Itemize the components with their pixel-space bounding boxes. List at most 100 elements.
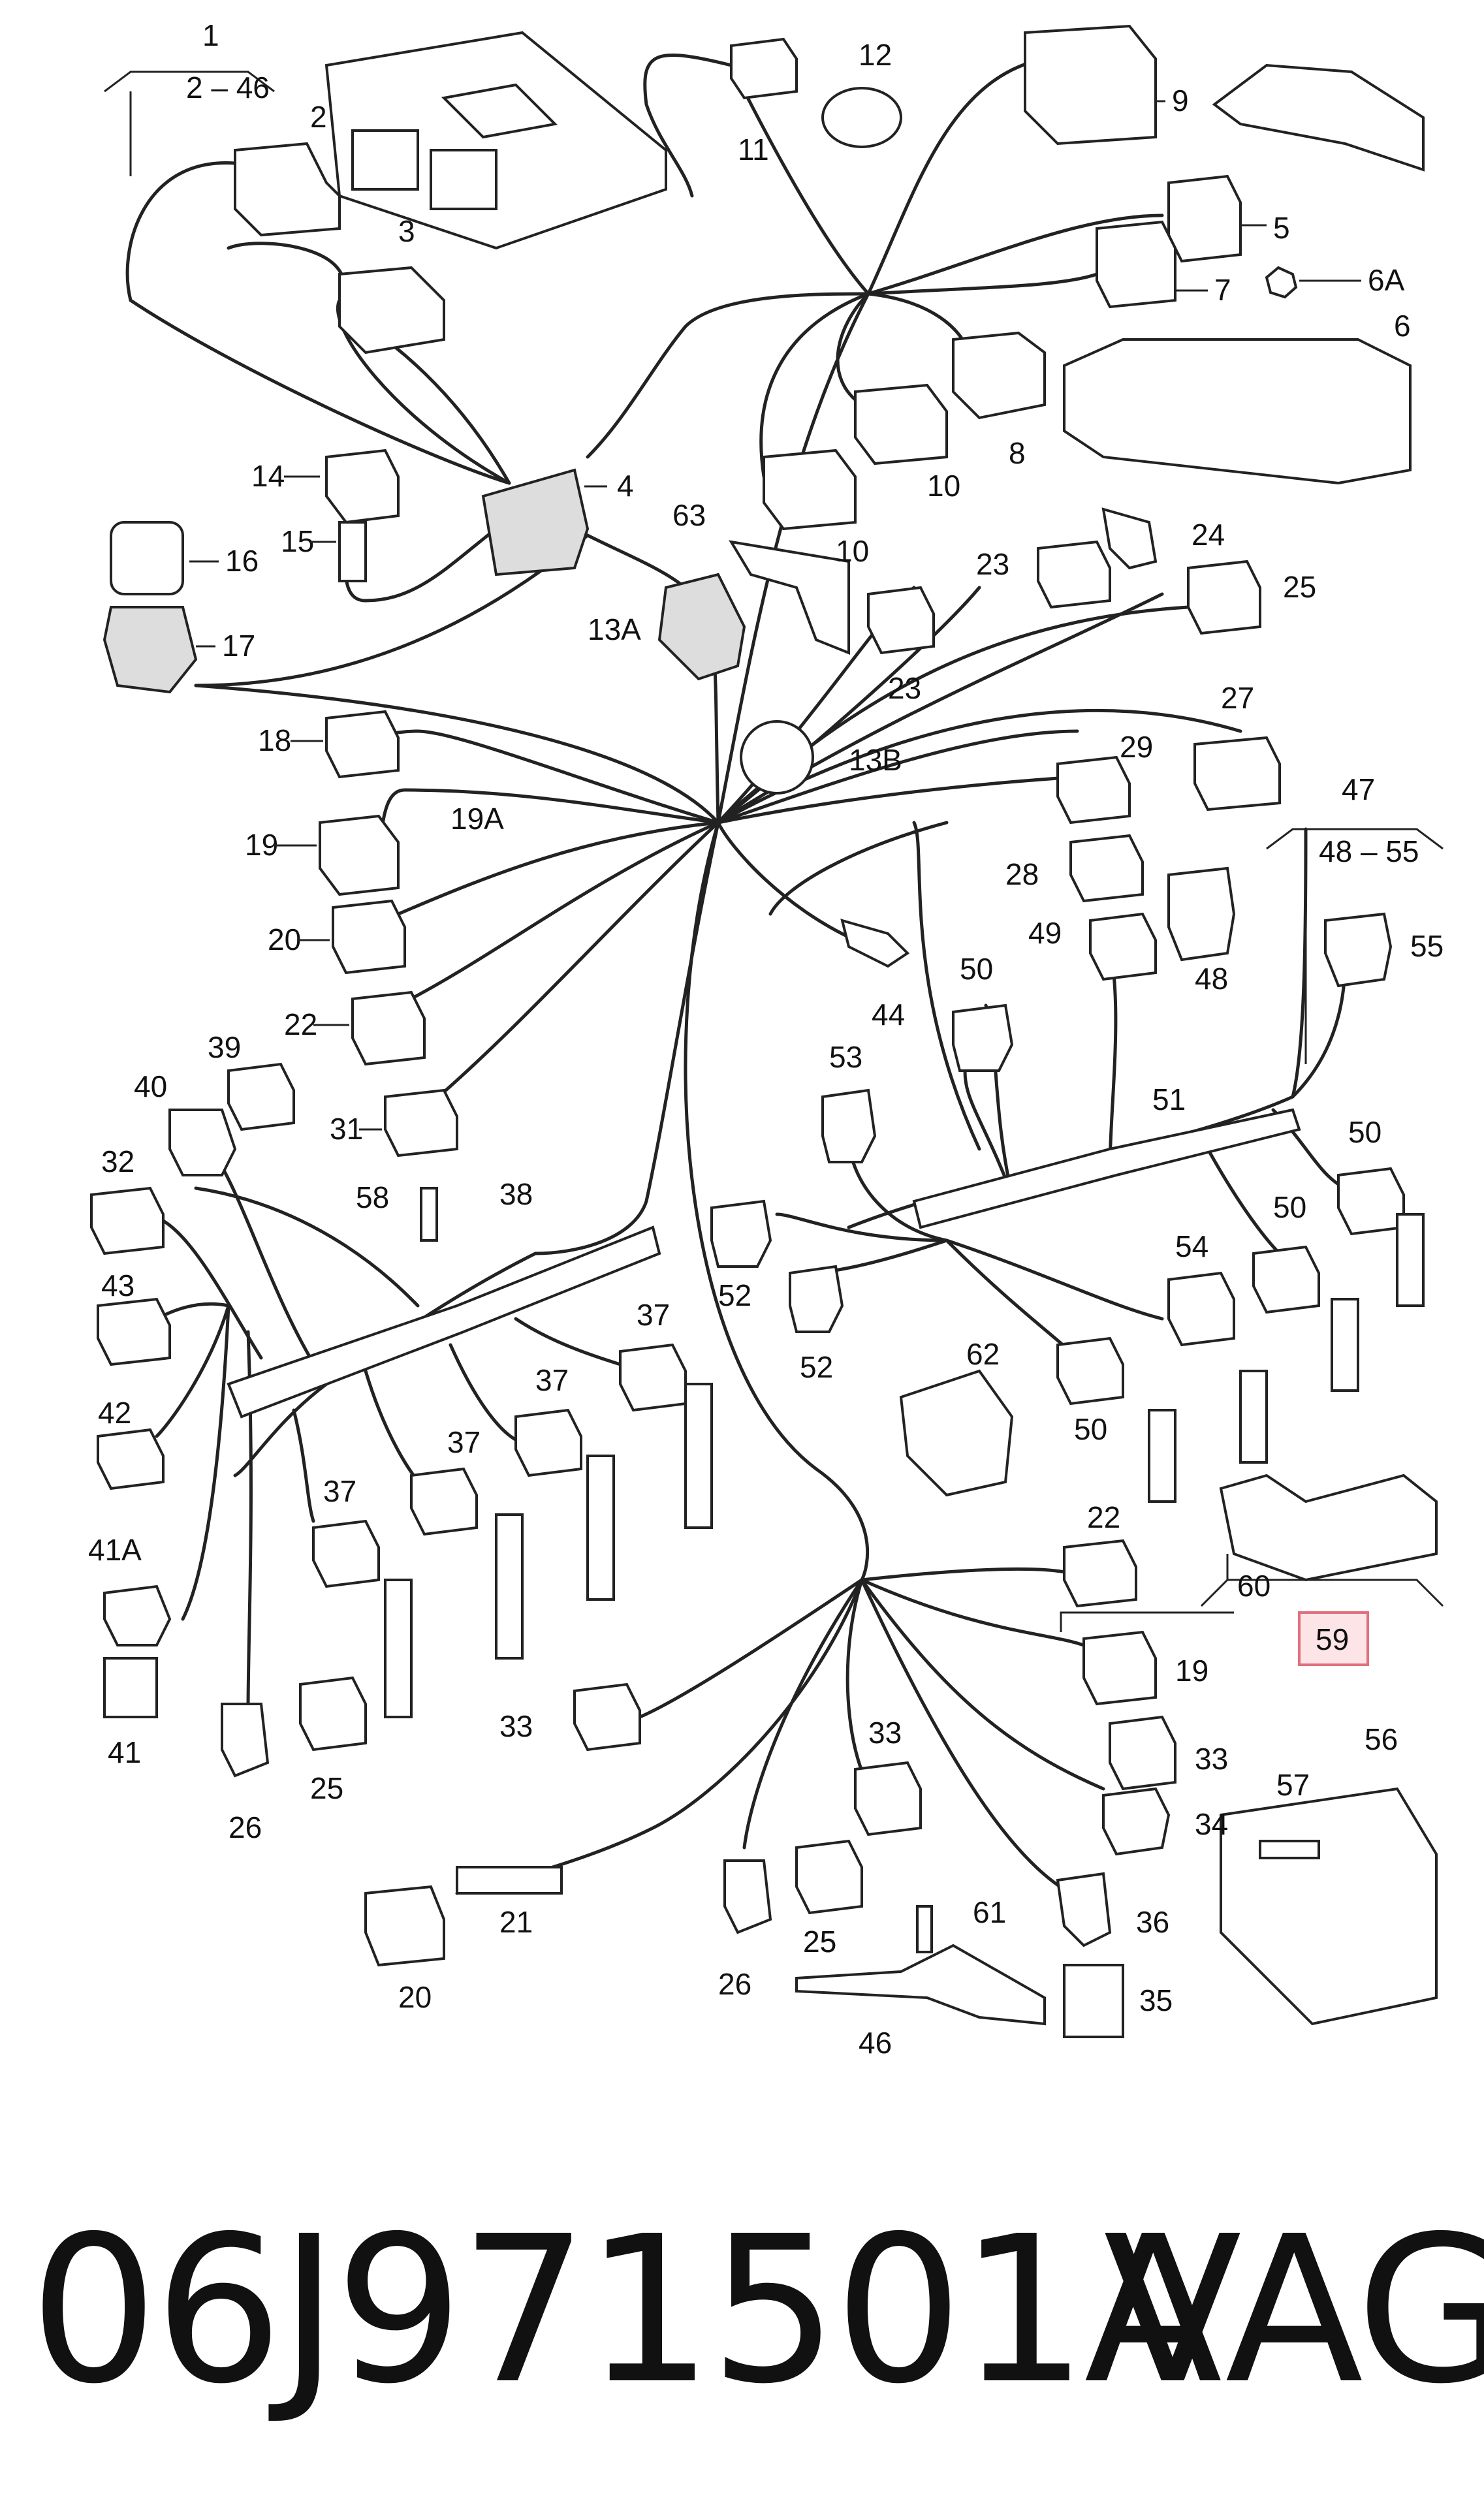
capacitor-12: [821, 87, 902, 148]
connector-25c: [795, 1839, 863, 1915]
components: [90, 24, 1438, 2038]
callout-19b: 19: [1175, 1654, 1208, 1688]
connector-34: [1102, 1787, 1171, 1856]
callout-47: 47: [1342, 772, 1375, 806]
coil-d: [384, 1579, 413, 1718]
callout-28: 28: [1005, 857, 1039, 891]
connector-31: [384, 1088, 458, 1158]
connector-23a: [1037, 540, 1111, 609]
connector-2: [234, 142, 341, 237]
connector-27: [1193, 736, 1281, 811]
callout-29: 29: [1120, 730, 1153, 764]
callout-19a: 19A: [450, 802, 504, 836]
connector-25b: [299, 1676, 367, 1752]
sensor-35: [1063, 1964, 1124, 2038]
boot-17: [103, 606, 198, 694]
callout-42: 42: [98, 1396, 131, 1430]
callout-18: 18: [258, 723, 291, 757]
callout-11: 11: [738, 133, 769, 166]
callout-3: 3: [398, 214, 415, 248]
relay-10b: [763, 449, 857, 531]
callout-49: 49: [1028, 916, 1062, 950]
connector-52a: [710, 1199, 772, 1268]
callout-41: 41: [108, 1735, 141, 1769]
connector-24: [1101, 507, 1158, 570]
callout-50b: 50: [1348, 1115, 1381, 1149]
callout-22: 22: [284, 1007, 317, 1041]
callout-25a: 25: [1283, 570, 1316, 604]
callout-26b: 26: [718, 1967, 751, 2001]
relay-10a: [854, 383, 948, 465]
callout-37c: 37: [447, 1425, 481, 1459]
callout-33c: 33: [1195, 1742, 1228, 1776]
callout-20b: 20: [398, 1980, 432, 2014]
callout-6: 6: [1394, 309, 1411, 343]
clip-13b: [740, 720, 814, 795]
bolt-61: [916, 1905, 933, 1953]
relay-8: [952, 331, 1046, 420]
wire-bundles: [125, 54, 1347, 1895]
callout-46: 46: [859, 2026, 892, 2060]
callout-59: 59: [1316, 1622, 1349, 1656]
connector-50b: [1337, 1167, 1405, 1236]
group-brackets: [104, 71, 1444, 1607]
sensor-26a: [221, 1703, 270, 1778]
relay-holder-7: [1096, 220, 1176, 309]
callout-22b: 22: [1087, 1500, 1120, 1534]
connector-39: [227, 1062, 295, 1131]
connector-15: [338, 521, 367, 582]
connector-23b: [867, 586, 935, 655]
callout-4: 4: [617, 469, 634, 503]
connector-28: [1069, 834, 1144, 903]
callout-10b: 10: [836, 534, 869, 568]
callout-13a: 13A: [588, 612, 641, 646]
connector-33c: [1109, 1715, 1176, 1791]
connector-16: [110, 521, 184, 595]
connector-18: [325, 710, 400, 779]
injector-d: [1148, 1409, 1176, 1503]
connector-43: [97, 1297, 171, 1366]
connector-37c: [410, 1467, 478, 1536]
coil-b: [586, 1455, 615, 1601]
sensor-41a: [103, 1584, 172, 1646]
callout-23b: 23: [888, 671, 921, 705]
sensor-36: [1056, 1872, 1112, 1947]
callout-6a: 6A: [1368, 263, 1405, 297]
callout-21: 21: [499, 1905, 533, 1939]
callout-36: 36: [1136, 1905, 1169, 1939]
callout-38: 38: [499, 1177, 533, 1211]
callout-63: 63: [672, 498, 706, 532]
callout-56: 56: [1365, 1722, 1398, 1756]
relay-holder-5: [1167, 174, 1242, 263]
bracket-56: [1220, 1787, 1438, 2026]
injector-b: [1331, 1298, 1359, 1392]
callout-57: 57: [1276, 1768, 1310, 1802]
callout-25c: 25: [803, 1925, 836, 1959]
leader-lines: [189, 100, 1361, 1632]
callout-48-55: 48 – 55: [1319, 834, 1419, 868]
connector-3: [338, 266, 445, 354]
connector-19b: [1082, 1630, 1157, 1706]
callout-1: 1: [202, 18, 219, 52]
callout-41a: 41A: [88, 1533, 142, 1567]
callout-44: 44: [872, 998, 905, 1032]
connector-48: [1167, 866, 1236, 962]
callout-50c: 50: [1273, 1190, 1306, 1224]
brand-name: VAG: [1103, 2193, 1484, 2429]
callout-52b: 52: [800, 1350, 833, 1384]
callout-16: 16: [225, 544, 259, 578]
connector-33a: [573, 1682, 641, 1752]
callout-50d: 50: [1074, 1412, 1107, 1446]
callout-34: 34: [1195, 1807, 1228, 1841]
callout-9: 9: [1172, 84, 1189, 118]
callout-51: 51: [1152, 1082, 1186, 1116]
nut-6a: [1265, 266, 1298, 299]
callout-40: 40: [134, 1069, 167, 1103]
callout-53: 53: [829, 1040, 862, 1074]
callout-23a: 23: [976, 547, 1009, 581]
connector-42: [97, 1428, 165, 1490]
callout-25-lower: 25: [803, 1925, 836, 1959]
callout-17: 17: [222, 629, 255, 663]
callout-62: 62: [966, 1337, 1000, 1371]
callout-37b: 37: [535, 1363, 569, 1397]
